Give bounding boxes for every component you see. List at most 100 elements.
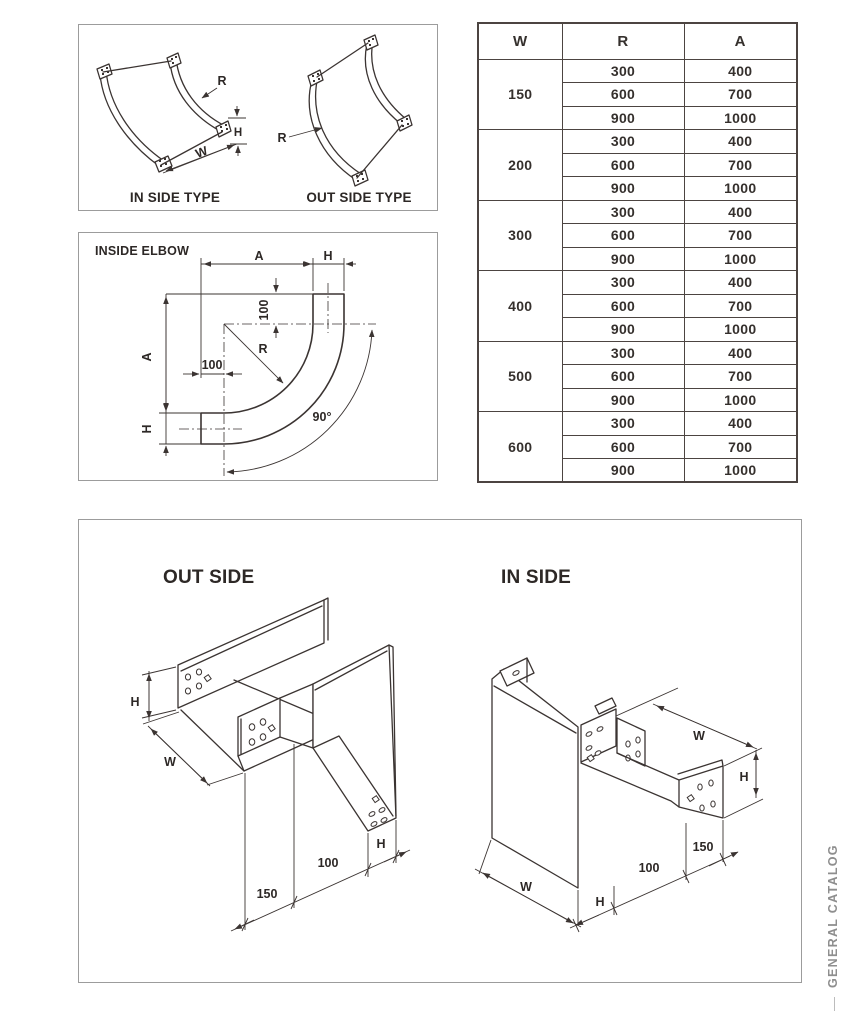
table-row: 300 300 400 [477, 199, 798, 271]
a-cell: 400 [683, 411, 798, 436]
col-header-a: A [683, 22, 798, 60]
r-cell: 900 [561, 105, 685, 130]
col-header-w: W [477, 22, 563, 60]
inside-title: IN SIDE [501, 567, 571, 588]
a-cell: 700 [683, 82, 798, 107]
dim-150: 150 [257, 887, 278, 901]
r-cell: 900 [561, 317, 685, 342]
dim-w-label: W [194, 144, 210, 161]
inside-drawing [491, 657, 724, 889]
inside-type-caption: IN SIDE TYPE [130, 190, 220, 205]
detail-panel: OUT SIDE IN SIDE [78, 519, 802, 983]
dim-h-left: H [130, 695, 139, 709]
elbow-panel: INSIDE ELBOW A H [78, 232, 438, 481]
spec-table: W R A 150 300 400 600 700 900 1000 200 3… [477, 22, 798, 483]
r-cell: 600 [561, 293, 685, 318]
r-cell: 900 [561, 458, 685, 483]
table-row: 600 700 [478, 293, 798, 318]
a-cell: 700 [683, 152, 798, 177]
side-caption: GENERAL CATALOG [826, 844, 840, 988]
outside-type-drawing [307, 34, 413, 187]
detail-drawings: OUT SIDE IN SIDE [130, 567, 764, 933]
dim-h-left: H [140, 424, 154, 433]
a-cell: 1000 [683, 387, 798, 412]
type-drawings: W H R [96, 34, 413, 205]
r-cell: 300 [561, 340, 685, 365]
table-row: 900 1000 [478, 176, 798, 201]
a-cell: 1000 [683, 176, 798, 201]
table-row: 400 300 400 [477, 270, 798, 342]
dim-h-bottom: H [595, 895, 604, 909]
a-cell: 1000 [683, 105, 798, 130]
a-cell: 400 [683, 58, 798, 83]
col-header-r: R [561, 22, 685, 60]
table-row: 500 300 400 [477, 340, 798, 412]
dim-a-left: A [140, 352, 154, 361]
w-cell: 600 [477, 411, 563, 483]
table-row: 600 300 400 [477, 411, 798, 483]
type-panel: W H R [78, 24, 438, 211]
side-tick-line [834, 997, 835, 1011]
outside-title: OUT SIDE [163, 567, 254, 588]
r-cell: 600 [561, 82, 685, 107]
dim-100-vertical: 100 [257, 300, 271, 321]
r-cell: 900 [561, 176, 685, 201]
dim-100-horizontal: 100 [202, 358, 223, 372]
w-cell: 300 [477, 199, 563, 271]
dim-r-label: R [217, 74, 226, 88]
dim-w-top: W [693, 729, 705, 743]
r-cell: 300 [561, 270, 685, 295]
r-cell: 600 [561, 434, 685, 459]
a-cell: 700 [683, 364, 798, 389]
inside-elbow-drawing: INSIDE ELBOW A H [95, 244, 376, 476]
elbow-body [179, 283, 376, 476]
inside-dimensions: W H W [474, 687, 764, 933]
dim-h-label: H [234, 127, 242, 139]
a-cell: 1000 [683, 458, 798, 483]
dim-h-right: H [739, 770, 748, 784]
inside-type-dimensions: W H R [162, 74, 247, 174]
table-row: 900 1000 [478, 246, 798, 271]
a-cell: 700 [683, 223, 798, 248]
dim-r-label: R [277, 131, 286, 145]
r-cell: 600 [561, 223, 685, 248]
r-cell: 300 [561, 199, 685, 224]
table-row: 600 700 [478, 152, 798, 177]
dim-angle: 90° [313, 410, 332, 424]
table-row: 600 700 [478, 82, 798, 107]
w-cell: 500 [477, 340, 563, 412]
dim-100: 100 [318, 856, 339, 870]
outside-drawing [177, 597, 397, 832]
table-row: 600 700 [478, 434, 798, 459]
outside-type-caption: OUT SIDE TYPE [306, 190, 411, 205]
table-row: 150 300 400 [477, 58, 798, 130]
inside-type-drawing [96, 52, 232, 173]
dim-r: R [258, 342, 267, 356]
r-cell: 300 [561, 411, 685, 436]
a-cell: 700 [683, 434, 798, 459]
r-cell: 600 [561, 152, 685, 177]
r-cell: 900 [561, 246, 685, 271]
a-cell: 400 [683, 199, 798, 224]
w-cell: 400 [477, 270, 563, 342]
table-row: 600 700 [478, 364, 798, 389]
a-cell: 400 [683, 340, 798, 365]
dim-w-bottom: W [520, 880, 532, 894]
a-cell: 400 [683, 270, 798, 295]
table-row: 900 1000 [478, 317, 798, 342]
table-header-row: W R A [477, 22, 798, 60]
dim-a-top: A [254, 249, 263, 263]
outside-type-dimensions: R [277, 127, 323, 145]
r-cell: 900 [561, 387, 685, 412]
w-cell: 200 [477, 129, 563, 201]
dim-w: W [164, 755, 176, 769]
dim-100: 100 [639, 861, 660, 875]
a-cell: 1000 [683, 246, 798, 271]
table-row: 900 1000 [478, 387, 798, 412]
table-row: 900 1000 [478, 458, 798, 483]
dim-h-right: H [376, 837, 385, 851]
elbow-title: INSIDE ELBOW [95, 244, 189, 258]
a-cell: 1000 [683, 317, 798, 342]
r-cell: 300 [561, 58, 685, 83]
